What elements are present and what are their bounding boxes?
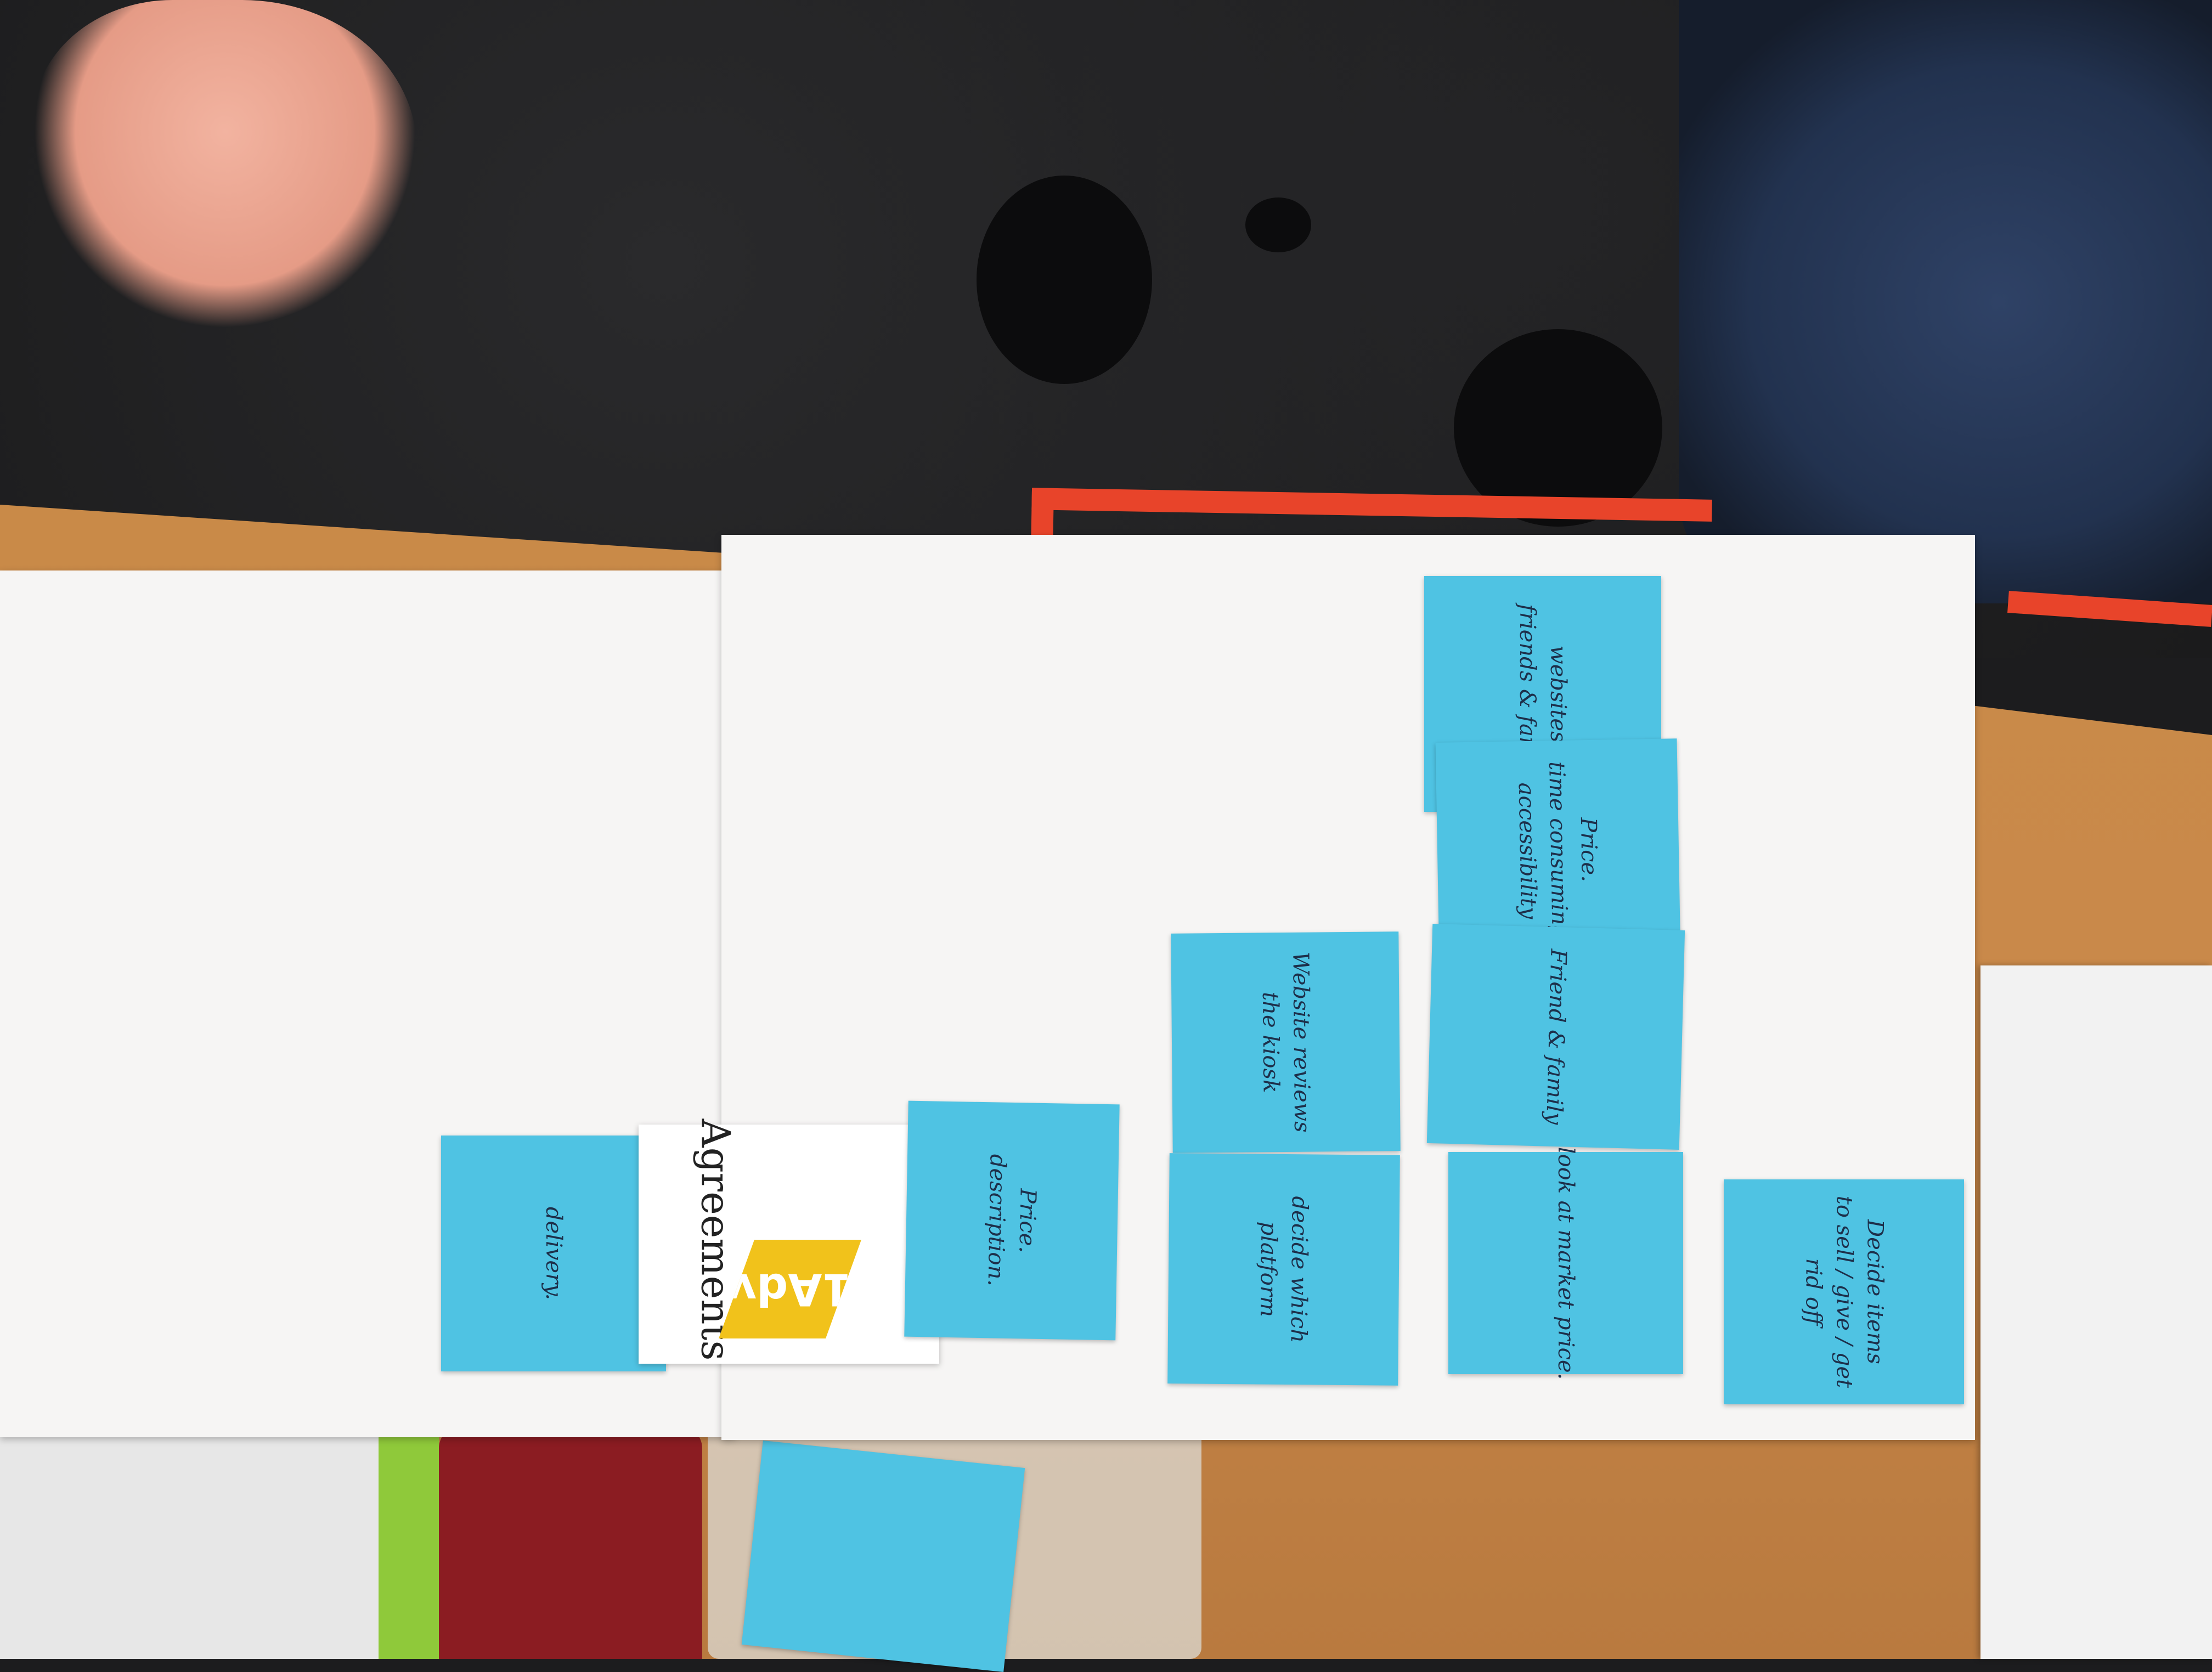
note-text: delivery.	[540, 1206, 566, 1301]
pencil-case	[439, 1426, 702, 1659]
note-text: Price. description.	[983, 1154, 1041, 1287]
shoe-left	[977, 176, 1152, 384]
logo-text: 1Adv	[727, 1263, 853, 1315]
note-text: look at market price.	[1553, 1146, 1578, 1380]
hand	[33, 0, 417, 329]
person-knees	[1679, 0, 2212, 603]
sticky-note-market-price: look at market price.	[1448, 1146, 1683, 1380]
note-text: decide which platform	[1255, 1196, 1313, 1343]
shoe-right	[1454, 329, 1662, 527]
note-text: Decide items to sell / give / get rid of…	[1801, 1195, 1887, 1388]
note-text: Price. time consuming accessibility	[1513, 761, 1602, 940]
sticky-pad	[741, 1440, 1025, 1672]
sticky-note-website-reviews: Website reviews the kiosk	[1171, 931, 1401, 1153]
sticky-note-decide-platform: decide which platform	[1167, 1153, 1400, 1386]
sticky-note-decide-items: Decide items to sell / give / get rid of…	[1724, 1179, 1964, 1404]
sticky-note-price-description: Price. description.	[904, 1100, 1120, 1341]
ruler	[379, 1426, 439, 1659]
note-text: Website reviews the kiosk	[1257, 951, 1314, 1133]
note-text: Friend & family	[1541, 948, 1571, 1125]
chair-wheel	[1245, 197, 1311, 252]
sticky-note-delivery: delivery.	[441, 1136, 666, 1371]
paper-stack	[1980, 965, 2212, 1659]
sticky-note-friends-family: Friend & family	[1426, 924, 1685, 1150]
folder	[0, 1426, 379, 1659]
